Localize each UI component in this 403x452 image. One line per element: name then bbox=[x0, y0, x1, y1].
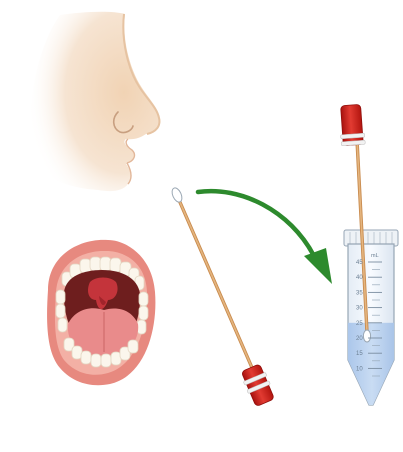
tube-tick-label: 30 bbox=[356, 306, 363, 312]
collection-tube-icon: 45 40 35 30 25 20 15 10 mL bbox=[339, 104, 398, 420]
tube-tick-label: 20 bbox=[356, 336, 363, 342]
tube-tick-label: 25 bbox=[356, 321, 363, 327]
tube-tick-label: 45 bbox=[356, 260, 363, 266]
tube-tick-label: 40 bbox=[356, 275, 363, 281]
tube-tick-label: 10 bbox=[356, 366, 363, 372]
swab-cap bbox=[239, 363, 276, 407]
curved-arrow-icon bbox=[198, 191, 332, 284]
open-mouth-icon bbox=[47, 240, 155, 385]
tube-tick-label: 35 bbox=[356, 290, 363, 296]
cotton-swab-icon bbox=[170, 186, 276, 407]
tube-unit-label: mL bbox=[371, 253, 379, 259]
nose-profile-icon bbox=[30, 12, 160, 191]
tube-tick-label: 15 bbox=[356, 351, 363, 357]
swab-cap bbox=[339, 104, 366, 146]
